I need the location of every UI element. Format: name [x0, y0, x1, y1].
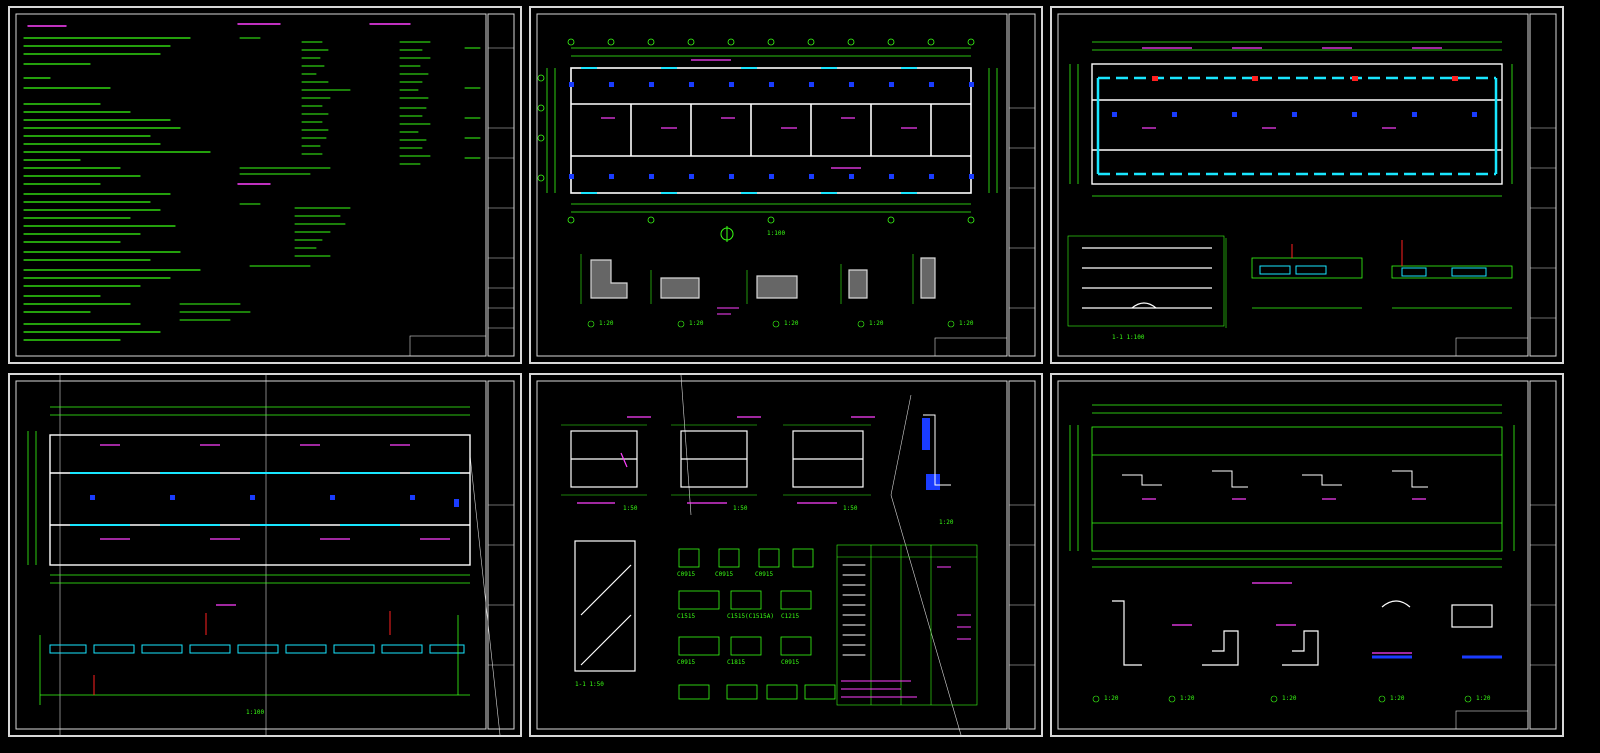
drawing-sheet-floor-plan-c[interactable]: 1:100: [8, 373, 522, 737]
window-code-9: C0915: [781, 659, 800, 666]
sheet-linework: [15, 13, 515, 357]
drawing-sheet-floor-plan-b[interactable]: 1-1 1:100: [1050, 6, 1564, 364]
window-code-5: C1515(C1515A): [727, 613, 774, 620]
window-code-7: C0915: [677, 659, 696, 666]
scale-label-elevation: 1:100: [246, 709, 265, 716]
scale-label-detail-3: 1:20: [1282, 695, 1297, 702]
drawing-sheet-design-notes[interactable]: [8, 6, 522, 364]
scale-label-detail-2: 1:20: [1180, 695, 1195, 702]
window-code-8: C1815: [727, 659, 746, 666]
drawing-sheet-floor-plan-a[interactable]: 1:100 1:20 1:20 1:20 1:20 1:20: [529, 6, 1043, 364]
scale-label-plan-c: 1:50: [843, 505, 858, 512]
scale-label-detail-4: 1:20: [1390, 695, 1405, 702]
scale-label-detail-2: 1:20: [689, 320, 704, 327]
window-code-6: C1215: [781, 613, 800, 620]
drawing-sheet-roof-plan[interactable]: 1:20 1:20 1:20 1:20 1:20: [1050, 373, 1564, 737]
scale-label-plan: 1:100: [767, 230, 786, 237]
scale-label-plan-a: 1:50: [623, 505, 638, 512]
window-code-1: C0915: [677, 571, 696, 578]
window-code-3: C0915: [755, 571, 774, 578]
scale-label-section: 1-1 1:100: [1112, 334, 1145, 341]
scale-label-detail-3: 1:20: [784, 320, 799, 327]
scale-label-detail-4: 1:20: [869, 320, 884, 327]
scale-label-detail-1: 1:20: [1104, 695, 1119, 702]
sheet-linework: [536, 375, 1036, 735]
sheet-linework: [1057, 380, 1557, 730]
sheet-linework: [15, 375, 515, 735]
sheet-linework: [536, 13, 1036, 357]
drawing-sheet-details-schedule[interactable]: 1:50 1:50 1:50 1:20 1-1 1:50 C0915 C0915…: [529, 373, 1043, 737]
window-code-2: C0915: [715, 571, 734, 578]
scale-label-detail-5: 1:20: [1476, 695, 1491, 702]
scale-label-wall-detail: 1:20: [939, 519, 954, 526]
scale-label-detail-1: 1:20: [599, 320, 614, 327]
window-code-4: C1515: [677, 613, 696, 620]
scale-label-plan-b: 1:50: [733, 505, 748, 512]
scale-label-detail-5: 1:20: [959, 320, 974, 327]
scale-label-stair-section: 1-1 1:50: [575, 681, 604, 688]
sheet-linework: [1057, 13, 1557, 357]
